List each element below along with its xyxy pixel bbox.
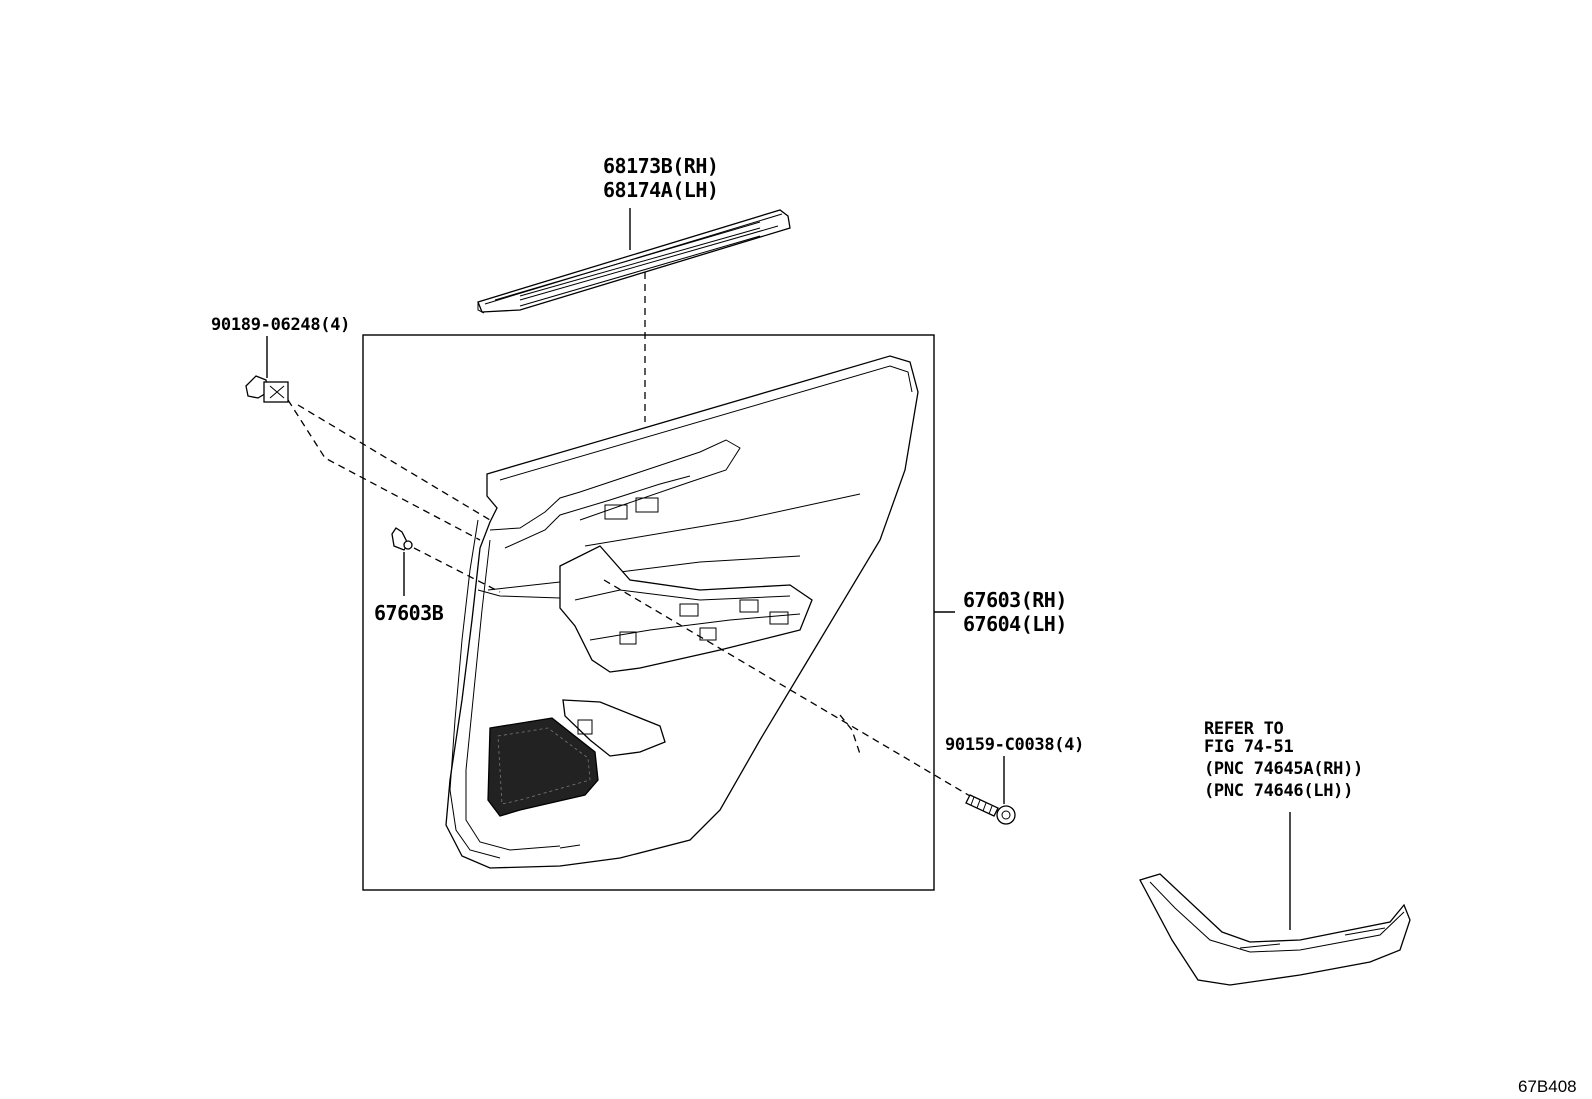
clip-upper-label: 90189-06248(4) bbox=[211, 315, 350, 335]
clip-upper-install-line-1 bbox=[287, 399, 481, 541]
clip-lower-part[interactable] bbox=[391, 527, 413, 551]
clip-upper-part[interactable] bbox=[245, 375, 289, 403]
refer-line-2: FIG 74-51 bbox=[1204, 737, 1293, 757]
screw-install-line-2 bbox=[839, 714, 861, 755]
garnish-part[interactable] bbox=[1139, 873, 1411, 986]
refer-line-3: (PNC 74645A(RH)) bbox=[1204, 759, 1363, 779]
weatherstrip-part[interactable] bbox=[477, 209, 791, 314]
refer-line-4: (PNC 74646(LH)) bbox=[1204, 781, 1353, 801]
clip-upper-install-line-2 bbox=[297, 404, 491, 521]
panel-lh-label: 67604(LH) bbox=[963, 612, 1067, 636]
clip-lower-install-line bbox=[413, 547, 501, 593]
refer-line-1: REFER TO bbox=[1204, 719, 1284, 739]
screw-part[interactable] bbox=[965, 794, 1016, 825]
figure-id: 67B408 bbox=[1518, 1077, 1577, 1096]
clip-lower-label: 67603B bbox=[374, 601, 444, 625]
panel-rh-label: 67603(RH) bbox=[963, 588, 1067, 612]
weatherstrip-rh-label: 68173B(RH) bbox=[603, 154, 718, 178]
screw-install-line bbox=[603, 579, 971, 797]
weatherstrip-lh-label: 68174A(LH) bbox=[603, 178, 718, 202]
screw-label: 90159-C0038(4) bbox=[945, 735, 1084, 755]
door-trim-panel[interactable] bbox=[445, 355, 919, 869]
